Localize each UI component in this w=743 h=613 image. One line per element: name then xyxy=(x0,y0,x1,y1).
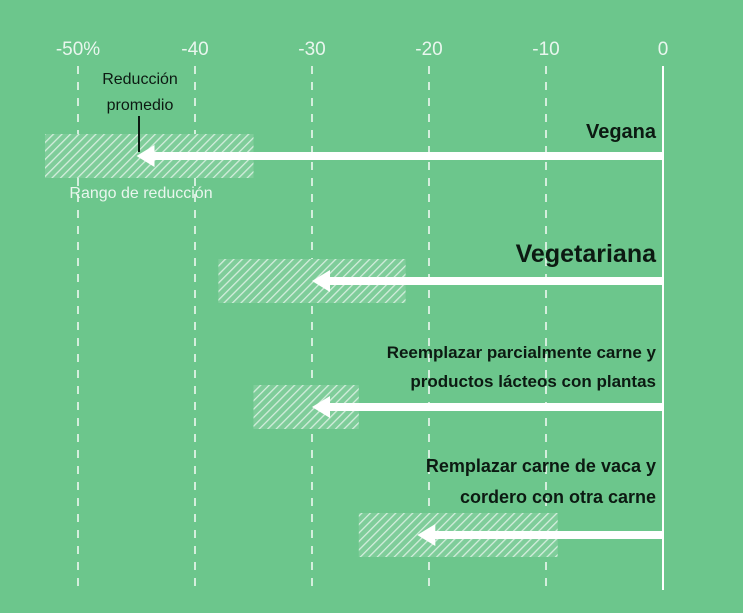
range-annotation: Rango de reducción xyxy=(69,185,212,202)
category-label: productos lácteos con plantas xyxy=(410,372,656,391)
x-tick-label: 0 xyxy=(658,39,669,60)
arrow-head xyxy=(312,270,330,292)
x-tick-label: -20 xyxy=(415,39,442,60)
x-tick-label: -40 xyxy=(181,39,208,60)
category-label: Reemplazar parcialmente carne y xyxy=(387,343,657,362)
arrow-head xyxy=(312,396,330,418)
x-axis-ticks: -50% -40 -30 -20 -10 0 xyxy=(56,39,668,60)
category-label: Remplazar carne de vaca y xyxy=(426,456,656,476)
category-label: cordero con otra carne xyxy=(460,487,656,507)
category-label: Vegetariana xyxy=(516,240,657,268)
x-tick-label: -10 xyxy=(532,39,559,60)
category-label: Vegana xyxy=(586,121,657,143)
arrow-head xyxy=(417,524,436,546)
average-annotation: Reducción xyxy=(102,71,178,88)
x-tick-label: -30 xyxy=(298,39,325,60)
average-annotation: promedio xyxy=(107,97,174,114)
arrow-head xyxy=(136,145,155,167)
x-tick-label: -50% xyxy=(56,39,100,60)
reduction-arrows xyxy=(136,145,663,546)
